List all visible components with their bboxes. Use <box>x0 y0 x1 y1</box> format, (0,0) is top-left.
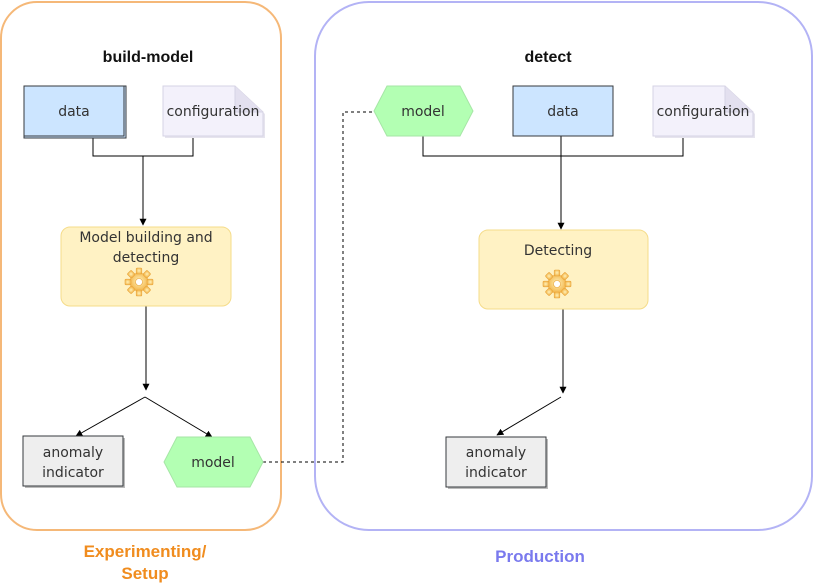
production-output-node: anomaly indicator <box>445 436 548 489</box>
setup-process-node: Model building and detecting <box>60 226 232 307</box>
arrow-production-split-to-indicator <box>496 396 562 436</box>
gear-icon <box>124 267 154 297</box>
production-connectors <box>422 136 684 436</box>
setup-configuration-label: configuration <box>167 104 260 120</box>
production-data-node: data <box>512 85 614 137</box>
production-configuration-node: configuration <box>652 85 755 138</box>
setup-caption-line1: Experimenting/ <box>84 542 207 561</box>
production-model-label: model <box>401 104 445 120</box>
production-title: detect <box>524 49 572 66</box>
gear-icon <box>542 269 572 299</box>
setup-data-label: data <box>58 104 90 120</box>
arrow-setup-split-to-model <box>144 396 213 438</box>
production-container <box>314 1 813 531</box>
setup-output-label-line1: anomaly <box>43 445 103 461</box>
production-process-node: Detecting <box>478 229 649 310</box>
production-output-label-line1: anomaly <box>466 445 526 461</box>
setup-model-label: model <box>191 455 235 471</box>
setup-process-label-line2: detecting <box>113 250 179 266</box>
production-configuration-label: configuration <box>657 104 750 120</box>
connector-setup-inputs <box>92 136 194 157</box>
setup-output-label-line2: indicator <box>42 465 104 481</box>
setup-connectors <box>75 136 213 438</box>
model-transfer-dashed-line <box>263 111 374 463</box>
production-caption: Production <box>495 547 585 566</box>
production-model-node: model <box>373 85 474 137</box>
setup-data-node: data <box>23 85 127 139</box>
setup-model-node: model <box>163 436 264 488</box>
connector-production-inputs <box>422 136 684 157</box>
setup-configuration-node: configuration <box>162 85 265 138</box>
setup-process-label-line1: Model building and <box>79 230 212 246</box>
setup-output-node: anomaly indicator <box>22 435 125 488</box>
production-data-label: data <box>547 104 579 120</box>
production-output-label-line2: indicator <box>465 465 527 481</box>
setup-caption-line2: Setup <box>121 564 168 583</box>
arrow-setup-split-to-indicator <box>75 396 146 437</box>
setup-container <box>0 1 282 531</box>
setup-title: build-model <box>103 49 194 66</box>
production-process-label: Detecting <box>524 243 592 259</box>
